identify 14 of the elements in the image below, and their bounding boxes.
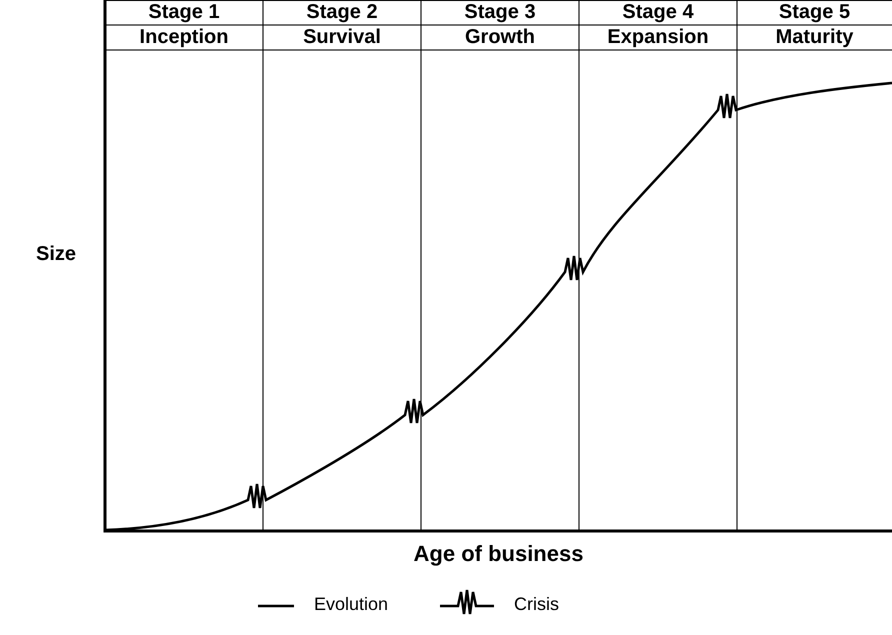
stage-name: Inception: [138, 25, 230, 49]
legend-label: Evolution: [314, 594, 388, 615]
stage-name: Expansion: [606, 25, 710, 49]
stage-heading: Stage 4: [621, 0, 695, 24]
axis-title: Age of business: [412, 542, 584, 566]
axis-title: Size: [36, 242, 76, 266]
stage-name: Growth: [464, 25, 536, 49]
stage-heading: Stage 5: [778, 0, 852, 24]
stage-name: Survival: [302, 25, 382, 49]
stage-heading: Stage 1: [147, 0, 221, 24]
stage-heading: Stage 2: [305, 0, 379, 24]
stage-heading: Stage 3: [463, 0, 537, 24]
stage-name: Maturity: [774, 25, 854, 49]
legend-label: Crisis: [514, 594, 559, 615]
